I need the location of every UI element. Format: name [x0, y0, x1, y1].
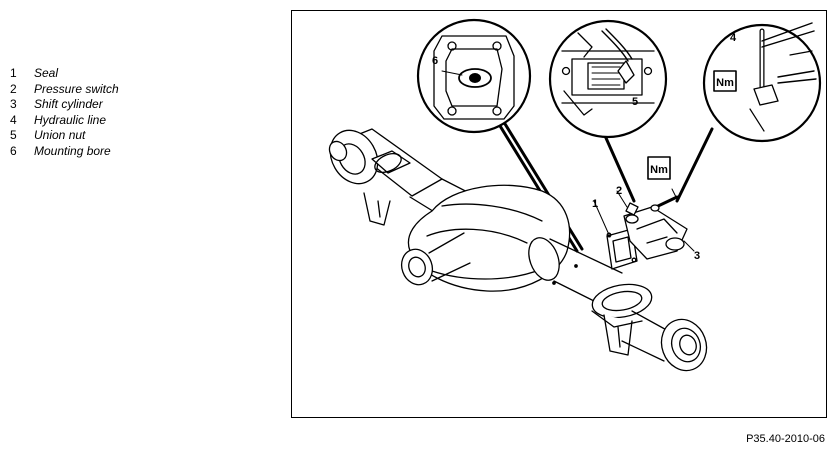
callout-4: 4	[730, 32, 737, 44]
axle-diagram: Nm 1 2 3 6	[328, 18, 822, 372]
torque-box	[647, 156, 671, 180]
detail-circle-hydraulic-line	[702, 22, 822, 143]
legend-item-union-nut: 5 Union nut	[10, 128, 119, 144]
detail-circle-union-nut	[548, 19, 668, 139]
legend-item-seal: 1 Seal	[10, 66, 119, 82]
legend-list: 1 Seal 2 Pressure switch 3 Shift cylinde…	[10, 66, 119, 160]
legend-number: 1	[10, 66, 17, 80]
torque-label-detail: Nm	[716, 77, 734, 89]
legend-label: Seal	[34, 66, 59, 80]
legend-label: Pressure switch	[34, 81, 119, 96]
legend-label: Mounting bore	[34, 143, 111, 158]
legend-number: 2	[10, 81, 17, 96]
legend-label: Hydraulic line	[34, 112, 107, 127]
figure-frame: Nm 1 2 3 6	[291, 10, 827, 418]
legend-item-hydraulic-line: 4 Hydraulic line	[10, 113, 119, 129]
callout-2: 2	[616, 185, 622, 197]
figure-reference: P35.40-2010-06	[746, 433, 825, 445]
torque-label: Nm	[650, 164, 668, 176]
legend-item-mounting-bore: 6 Mounting bore	[10, 144, 119, 160]
axle-housing	[328, 128, 708, 372]
callout-5: 5	[632, 96, 638, 108]
callout-3: 3	[694, 250, 700, 262]
legend-label: Union nut	[34, 128, 86, 143]
legend-item-pressure-switch: 2 Pressure switch	[10, 82, 119, 98]
callout-6: 6	[432, 55, 438, 67]
detail-circle-mounting-bore	[416, 18, 532, 134]
callout-1: 1	[592, 198, 598, 210]
legend-number: 5	[10, 128, 17, 143]
legend-number: 3	[10, 97, 17, 112]
legend-number: 6	[10, 143, 17, 158]
legend-item-shift-cylinder: 3 Shift cylinder	[10, 97, 119, 113]
legend-label: Shift cylinder	[34, 97, 103, 112]
legend-number: 4	[10, 112, 17, 127]
torque-box-detail	[713, 70, 737, 92]
bolt-part	[650, 188, 679, 212]
